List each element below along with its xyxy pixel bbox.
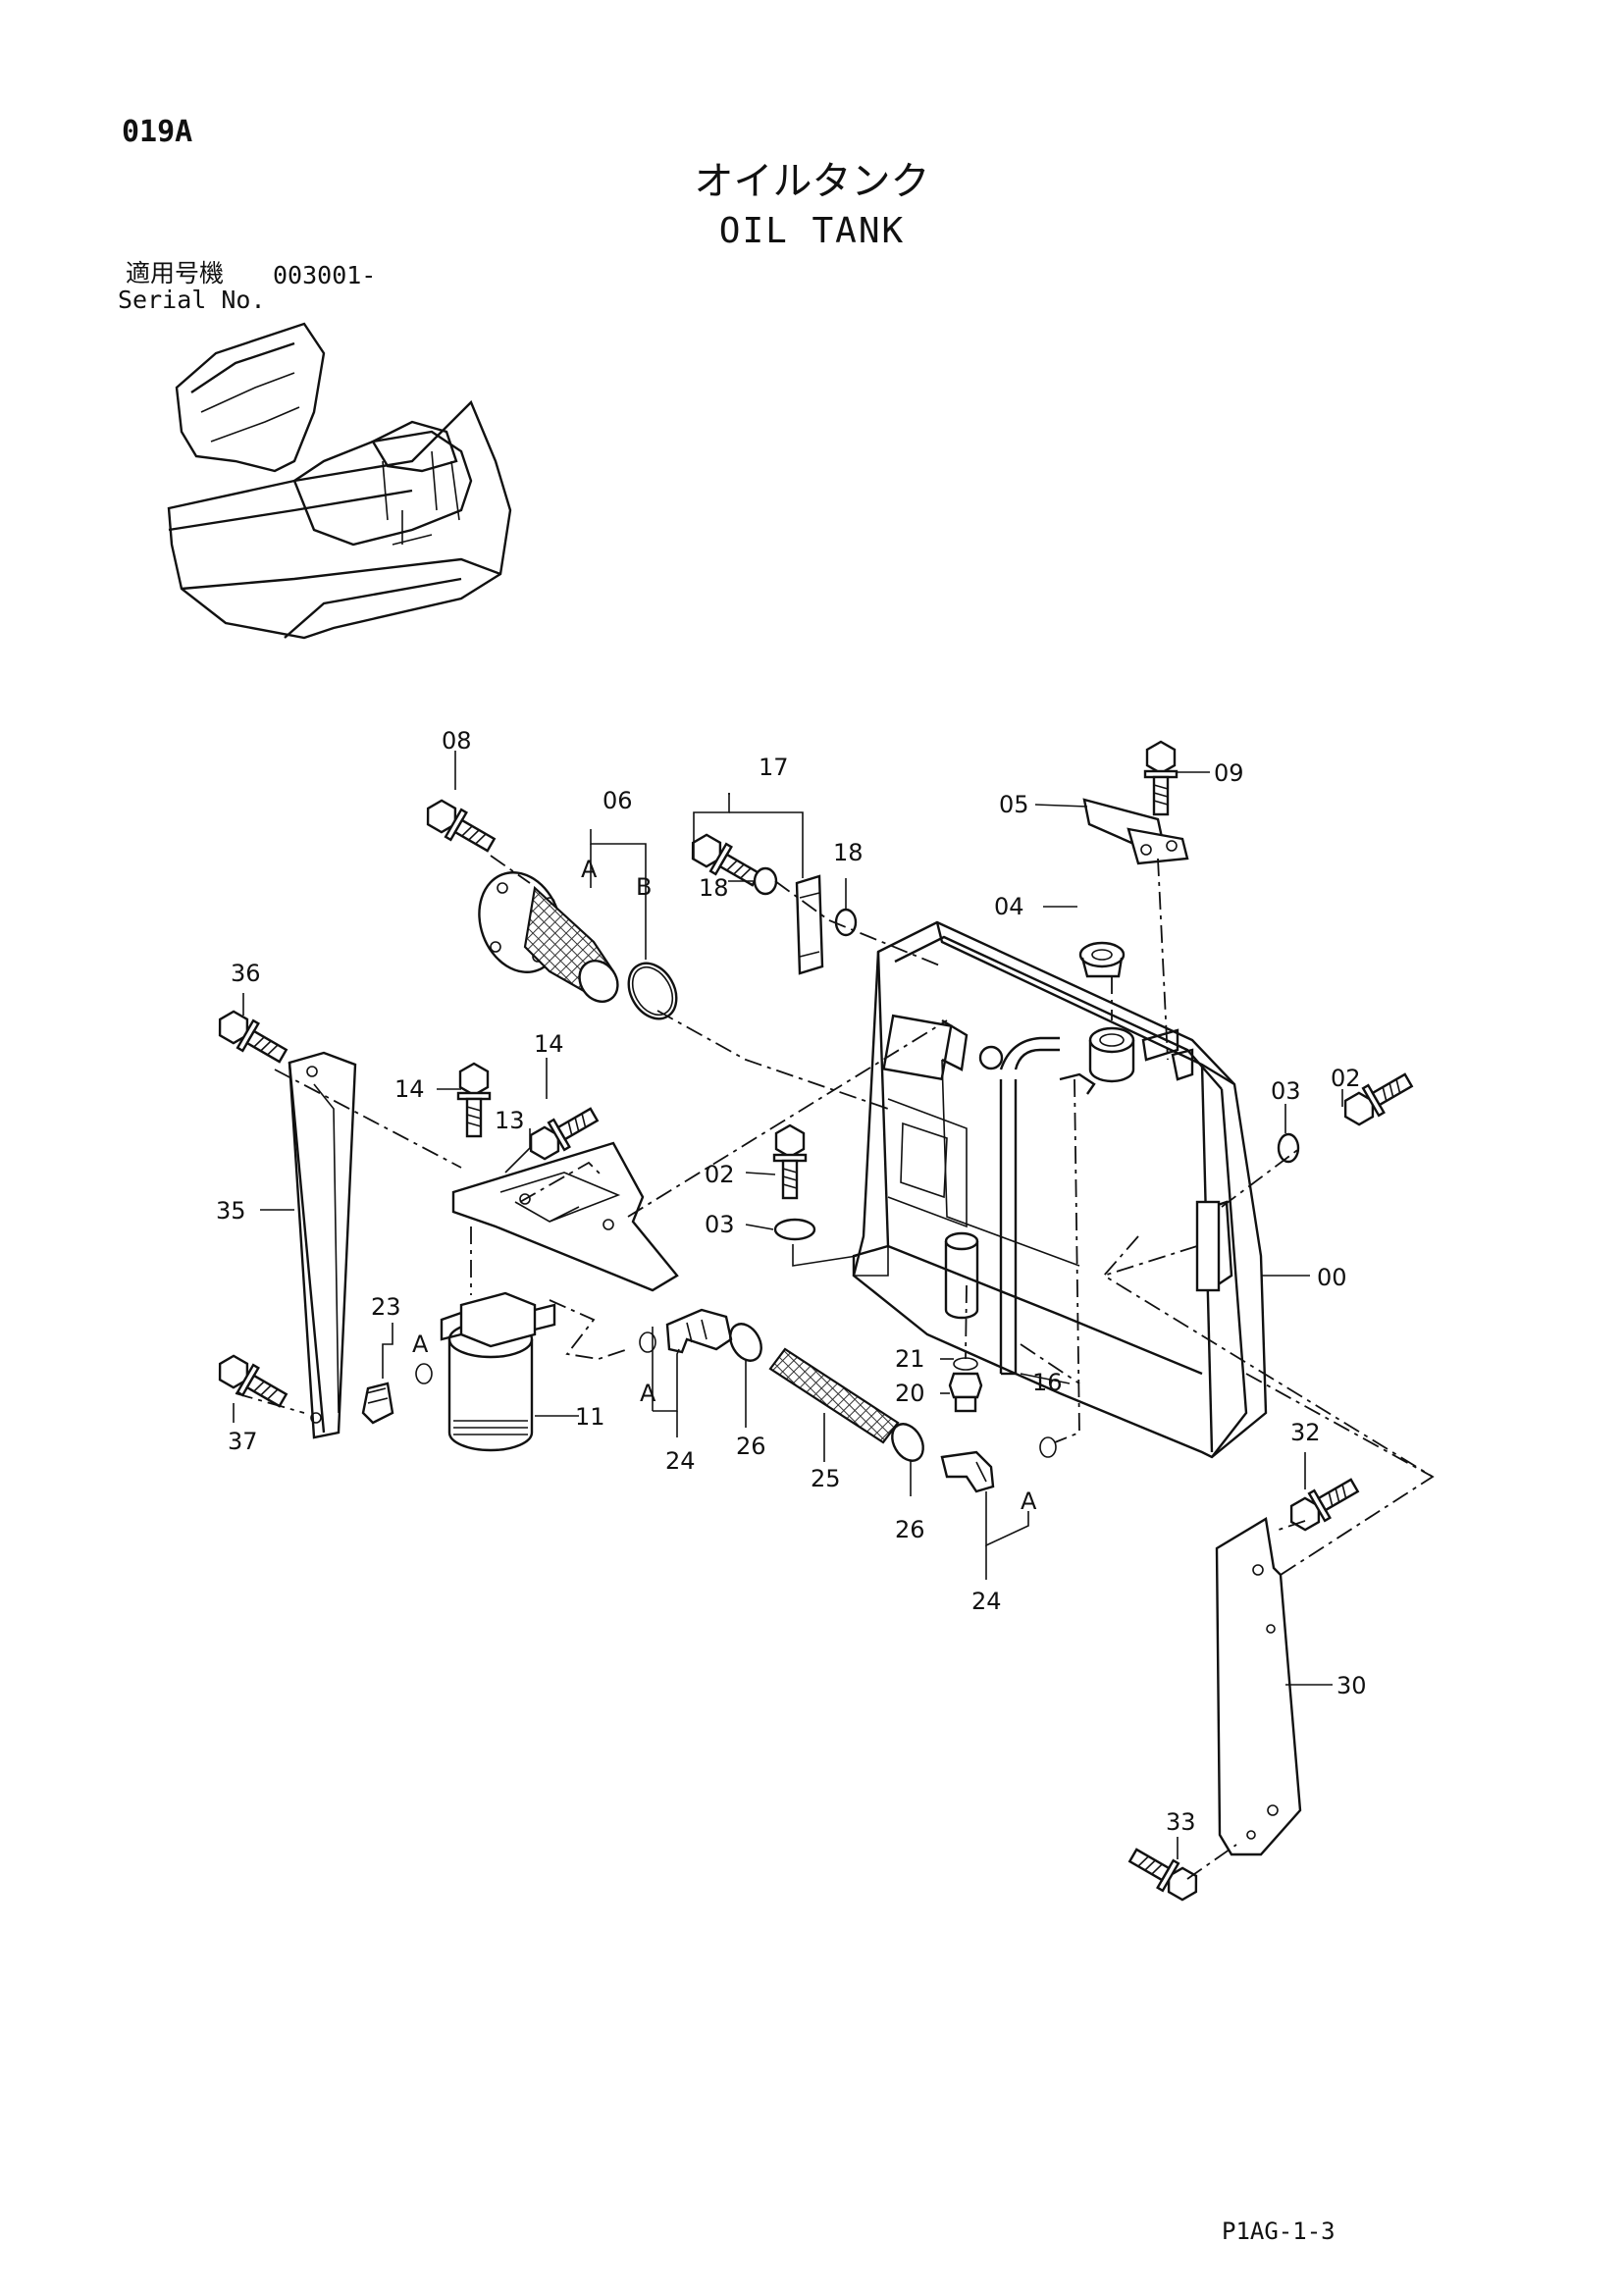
part-label-35: 35 [216, 1197, 246, 1225]
sub-label-a: A [1021, 1487, 1037, 1515]
part-label-24: 24 [665, 1447, 696, 1475]
page-title-english: OIL TANK [718, 211, 906, 251]
part-label-08: 08 [442, 727, 472, 755]
serial-number: 003001- [273, 261, 377, 289]
part-label-06: 06 [602, 787, 633, 814]
part-label-33: 33 [1166, 1808, 1196, 1836]
part-label-21: 21 [895, 1345, 925, 1373]
sub-label-a: A [412, 1331, 429, 1358]
part-label-20: 20 [895, 1380, 925, 1407]
sub-label-b: B [636, 873, 652, 901]
part-label-02: 02 [705, 1161, 735, 1188]
part-label-02: 02 [1331, 1065, 1361, 1092]
part-label-11: 11 [575, 1403, 605, 1431]
part-label-36: 36 [231, 960, 261, 987]
machine-overview-thumbnail [167, 322, 512, 640]
page-number: P1AG-1-3 [1222, 2218, 1336, 2245]
part-label-03: 03 [1271, 1077, 1301, 1105]
part-label-13: 13 [495, 1107, 525, 1134]
part-label-17: 17 [759, 754, 789, 781]
part-number-labels: 08 06 17 18 18 09 05 04 36 14 14 13 02 0… [216, 727, 1367, 1836]
part-label-26: 26 [895, 1516, 925, 1543]
part-label-09: 09 [1214, 759, 1244, 787]
part-label-16: 16 [1032, 1369, 1063, 1396]
part-label-37: 37 [228, 1428, 258, 1455]
page-code: 019A [122, 115, 193, 149]
sub-label-a: A [640, 1380, 656, 1407]
part-label-04: 04 [994, 893, 1024, 920]
serial-label-japanese: 適用号機 [126, 259, 225, 287]
part-label-14: 14 [534, 1030, 564, 1058]
part-label-18: 18 [699, 874, 729, 902]
part-label-25: 25 [811, 1465, 841, 1492]
part-label-26: 26 [736, 1433, 766, 1460]
part-label-00: 00 [1317, 1264, 1347, 1291]
part-label-32: 32 [1290, 1419, 1321, 1446]
sub-label-a: A [581, 856, 598, 883]
part-label-05: 05 [999, 791, 1029, 818]
suction-strainer-assembly [478, 871, 678, 1020]
part-label-30: 30 [1336, 1672, 1367, 1699]
serial-label-english: Serial No. [118, 286, 266, 314]
part-label-24: 24 [971, 1588, 1002, 1615]
part-label-18: 18 [833, 839, 864, 866]
oil-tank-body [852, 920, 1268, 1459]
page-title-japanese: オイルタンク [694, 159, 930, 204]
part-label-03: 03 [705, 1211, 735, 1238]
part-label-23: 23 [371, 1293, 401, 1321]
part-label-14: 14 [394, 1075, 425, 1103]
